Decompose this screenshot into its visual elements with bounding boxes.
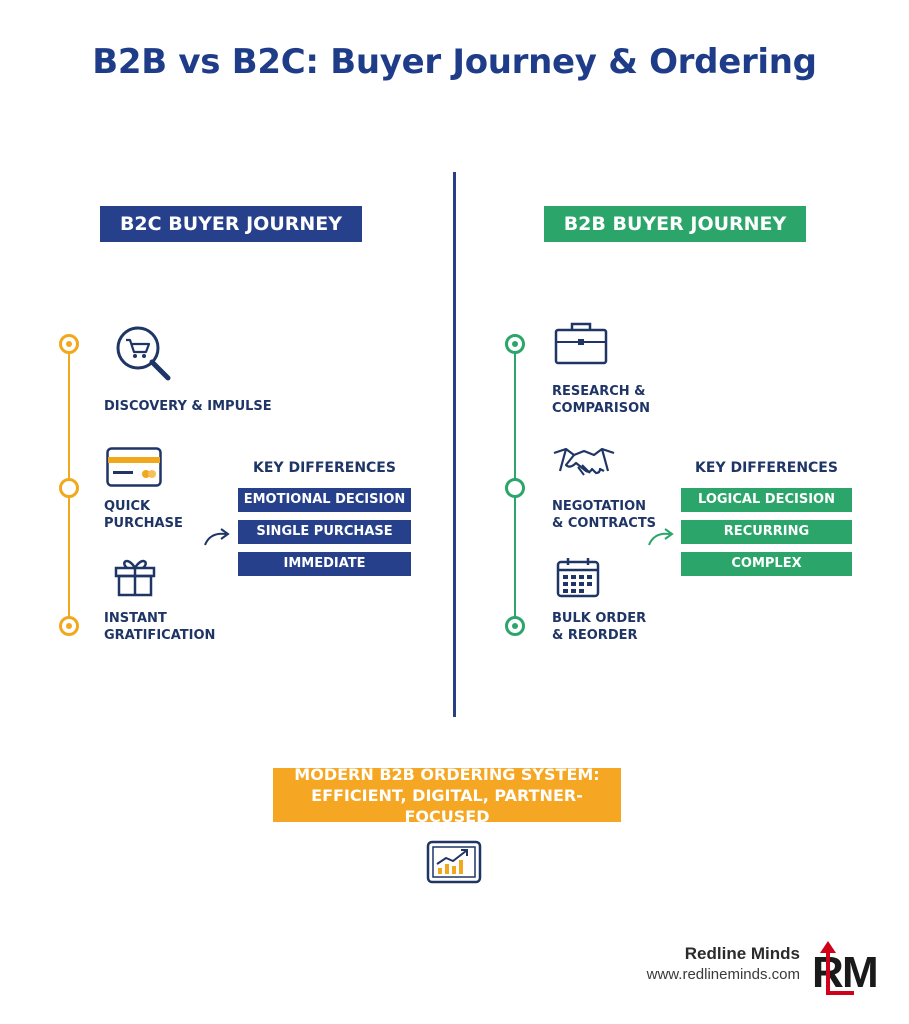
b2c-key-differences-title: KEY DIFFERENCES [253,460,396,476]
b2b-step-1-label: RESEARCH & COMPARISON [552,384,651,416]
b2b-timeline-node-2 [505,478,525,498]
growth-chart-tablet-icon [426,840,482,884]
b2c-timeline-node-2 [59,478,79,498]
b2c-curved-arrow-icon [204,528,230,546]
b2c-step-3-label: INSTANT GRATIFICATION [104,611,216,643]
b2c-key-difference-3: IMMEDIATE FULFILLMENT [238,552,411,595]
b2b-curved-arrow-icon [648,528,674,546]
magnifier-cart-icon [116,326,171,381]
handshake-icon [553,447,615,476]
calendar-icon [556,558,600,598]
b2b-key-difference-1: LOGICAL DECISION [681,488,852,512]
brand-url: www.redlineminds.com [646,966,800,983]
b2c-timeline-node-3 [59,616,79,636]
b2c-header: B2C BUYER JOURNEY [100,206,362,242]
banner-line-2: EFFICIENT, DIGITAL, PARTNER-FOCUSED [311,785,583,826]
b2b-step-3-label: BULK ORDER & REORDER [552,611,647,643]
brand-name: Redline Minds [684,944,800,963]
b2b-header: B2B BUYER JOURNEY [544,206,806,242]
gift-icon [114,559,156,597]
b2b-key-differences-title: KEY DIFFERENCES [695,460,838,476]
redline-minds-logo: R M [812,941,879,997]
modern-b2b-banner: MODERN B2B ORDERING SYSTEM: EFFICIENT, D… [273,765,621,826]
b2b-key-difference-2: RECURRING PURCHASES [681,520,852,563]
b2b-timeline-node-3 [505,616,525,636]
b2c-timeline-node-1 [59,334,79,354]
credit-card-icon [106,447,162,487]
b2c-step-1-label: DISCOVERY & IMPULSE [104,399,272,414]
banner-line-1: MODERN B2B ORDERING SYSTEM: [294,764,600,784]
b2c-key-difference-2: SINGLE PURCHASE [238,520,411,544]
center-divider [453,172,456,717]
b2c-key-difference-1: EMOTIONAL DECISION [238,488,411,512]
page-title: B2B vs B2C: Buyer Journey & Ordering [92,42,817,82]
svg-text:M: M [842,948,879,997]
b2b-timeline-node-1 [505,334,525,354]
briefcase-icon [554,322,608,365]
b2b-step-2-label: NEGOTATION & CONTRACTS [552,499,657,531]
b2b-key-difference-3: COMPLEX FULFILLMENT [681,552,852,595]
b2c-step-2-label: QUICK PURCHASE [104,499,183,531]
